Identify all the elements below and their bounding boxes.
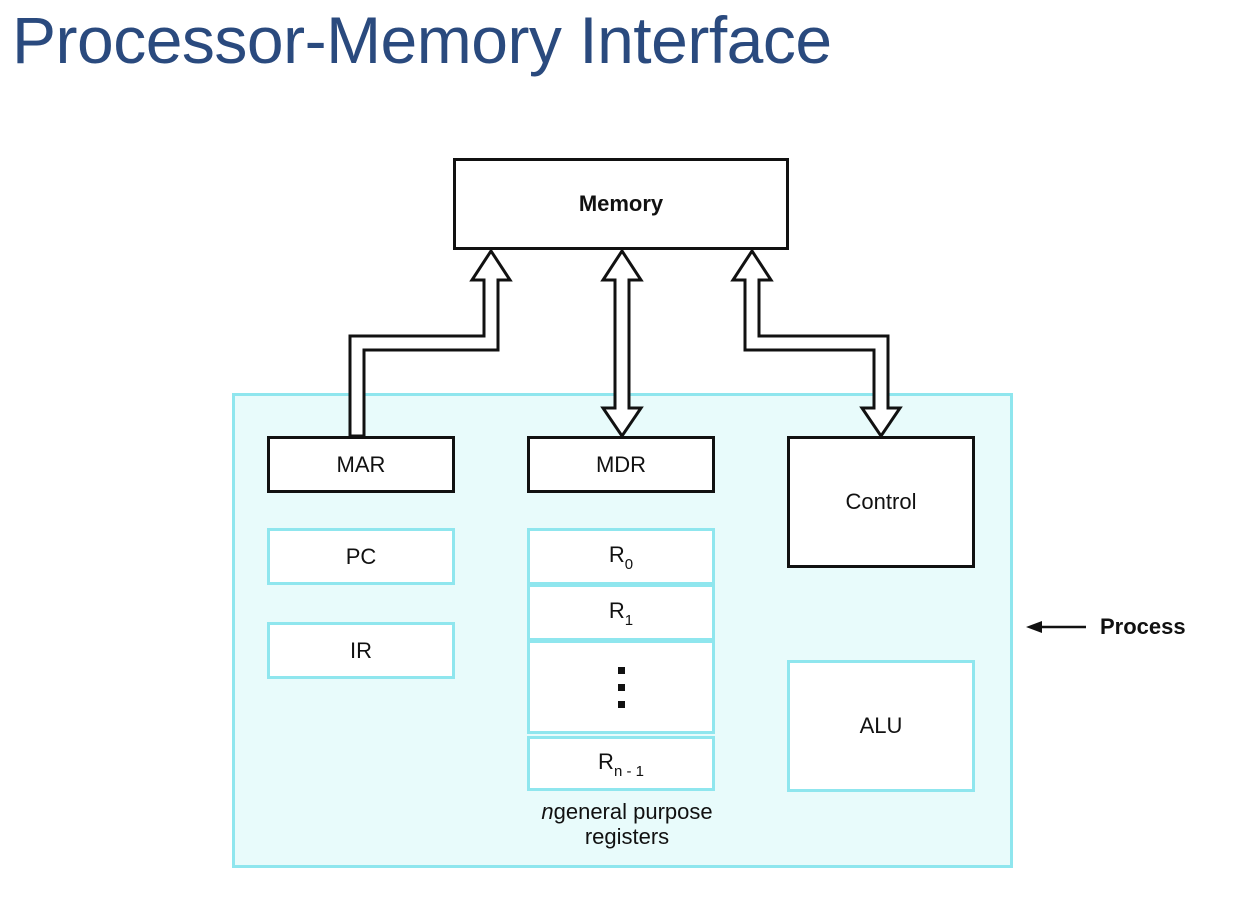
mar-label: MAR — [336, 451, 386, 477]
pc-label: PC — [345, 543, 377, 569]
rn-label: Rn - 1 — [598, 748, 644, 781]
r0-label: R0 — [608, 541, 634, 574]
data-bus-arrow — [600, 248, 644, 439]
control-bus-arrow — [730, 248, 903, 439]
address-bus-arrow — [348, 248, 513, 438]
register-rn-1: Rn - 1 — [527, 736, 715, 791]
control-box: Control — [787, 436, 975, 568]
page-title: Processor-Memory Interface — [12, 3, 832, 77]
ellipsis-dot — [617, 700, 625, 708]
memory-box: Memory — [453, 158, 789, 250]
mar-box: MAR — [267, 436, 455, 493]
register-ellipsis — [527, 640, 715, 734]
caption-line2: registers — [584, 824, 670, 849]
register-r1: R1 — [527, 584, 715, 641]
mdr-box: MDR — [527, 436, 715, 493]
alu-box: ALU — [787, 660, 975, 792]
memory-label: Memory — [578, 191, 664, 216]
r1-label: R1 — [608, 597, 634, 630]
caption-line1: general purpose — [553, 799, 713, 824]
registers-caption: ngeneral purpose registers — [512, 799, 742, 849]
processor-label: Process — [1100, 614, 1186, 639]
alu-label: ALU — [859, 713, 903, 738]
ir-label: IR — [350, 637, 372, 663]
caption-n: n — [541, 799, 554, 824]
pc-box: PC — [267, 528, 455, 585]
mdr-label: MDR — [595, 451, 647, 477]
process-pointer-head — [1026, 621, 1042, 633]
control-label: Control — [845, 489, 917, 514]
ellipsis-dot — [617, 666, 625, 674]
ir-box: IR — [267, 622, 455, 679]
register-r0: R0 — [527, 528, 715, 585]
ellipsis-dot — [617, 683, 625, 691]
